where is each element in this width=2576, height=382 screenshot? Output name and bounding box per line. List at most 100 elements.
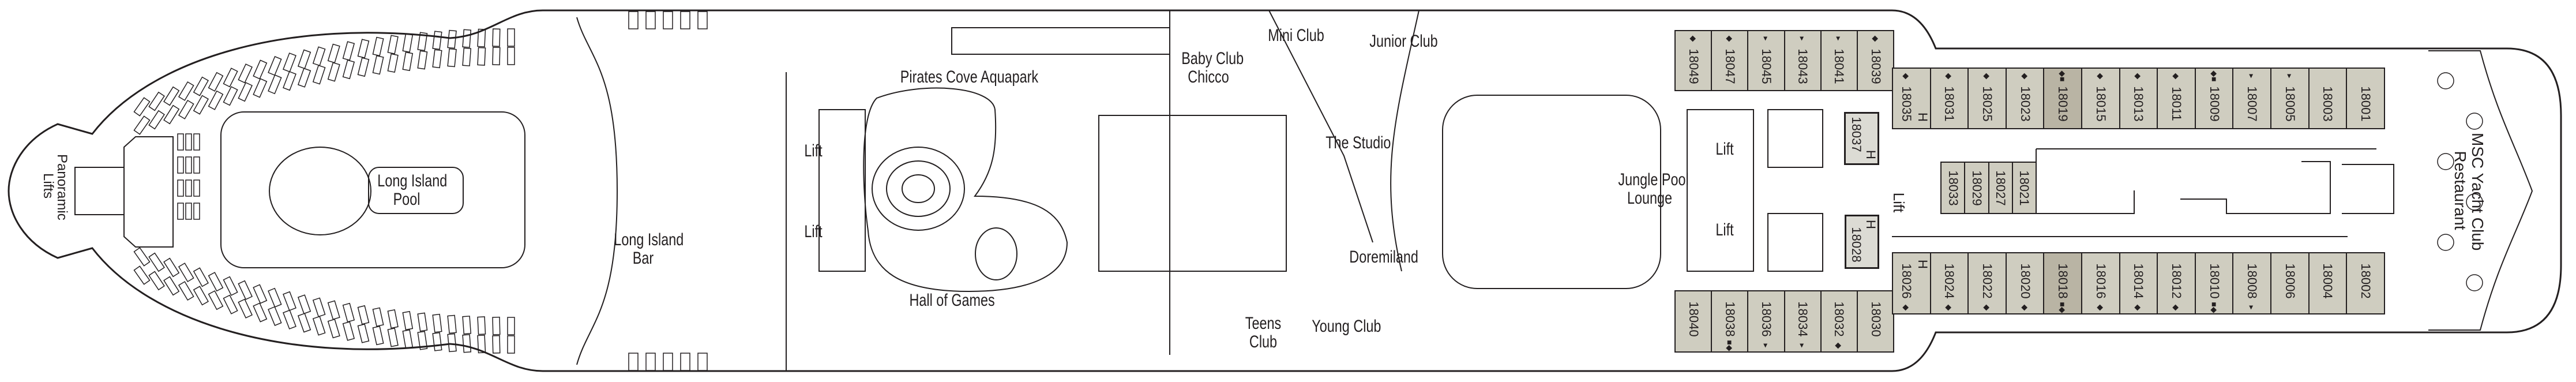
sunbed-icon [402,329,414,349]
deck-chair-icon [628,353,639,371]
cabin-18024[interactable]: 18024◆ [1929,252,1969,314]
label-lift-midship: Lift [1890,192,1907,213]
cabin-18045[interactable]: 18045 ▸ [1747,30,1785,91]
cabin-feature-icon: ▸ [1834,36,1844,41]
cabin-feature-icon: ▸ [1761,36,1771,41]
cabin-number: 18013 [2131,86,2146,122]
cabin-18035[interactable]: 18035◆H [1892,68,1931,129]
cabin-18030[interactable]: 18030 [1857,290,1895,353]
long-island-pool-basin [368,167,464,214]
sunbed-icon [177,156,184,174]
cabin-18014[interactable]: 18014◆ [2119,252,2158,314]
sunbed-icon [387,35,399,55]
accessible-cabin-marker: H [1915,113,1930,122]
cabin-18043[interactable]: 18043▸ [1783,30,1822,91]
sunbed-icon [387,309,399,329]
cabin-feature-icon: ◆ [1834,342,1844,349]
sunbed-icon [342,321,355,341]
sunbed-icon [432,313,442,333]
cabin-18038[interactable]: 18038■◆ [1711,290,1749,353]
cabin-18003[interactable]: 18003 [2308,68,2348,129]
cabin-18016[interactable]: 18016◆ [2081,252,2120,314]
cabin-18009[interactable]: 18009◆■ [2194,68,2234,129]
cabin-18033[interactable]: 18033 [1940,162,1966,214]
cabin-18041[interactable]: 18041▸ [1820,30,1858,91]
sunbed-icon [133,97,151,117]
cabin-18040[interactable]: 18040 [1674,290,1713,353]
cabin-feature-icon: ▸ [2247,74,2257,78]
cabin-number: 18045 [1759,48,1774,84]
stair-aft-1 [1767,109,1823,168]
cabin-18022[interactable]: 18022◆ [1967,252,2007,314]
sunbed-icon [462,316,472,335]
cabin-18018[interactable]: 18018■◆ [2043,252,2082,314]
cabin-number: 18040 [1686,301,1701,337]
cabin-number: 18023 [2018,86,2033,122]
cabin-18029[interactable]: 18029 [1964,162,1989,214]
pool-deck [220,111,525,268]
cabin-18010[interactable]: 18010■◆ [2194,252,2234,314]
aquapark-basin [863,87,1068,293]
cabin-18020[interactable]: 18020◆ [2005,252,2045,314]
cabin-18049[interactable]: 18049◆ [1674,30,1713,91]
label-mini-club: Mini Club [1268,26,1324,45]
cabin-18047[interactable]: 18047◆ [1711,30,1749,91]
cabin-18032[interactable]: 18032◆ [1820,290,1858,353]
sunbed-icon [268,306,282,326]
cabin-18036[interactable]: 18036▸ [1747,290,1785,353]
cabin-number: 18006 [2282,263,2297,299]
cabin-18005[interactable]: 18005▸ [2270,68,2310,129]
sunbed-icon [507,335,515,354]
cabin-18023[interactable]: 18023◆ [2005,68,2045,129]
sunbed-icon [357,305,370,325]
sunbed-icon [372,36,384,57]
cabin-18031[interactable]: 18031◆ [1929,68,1969,129]
cabin-18008[interactable]: 18008▸ [2232,252,2271,314]
cabin-18019[interactable]: 18019◆■ [2043,68,2082,129]
sunbed-icon [178,263,194,283]
sunbed-icon [268,56,282,76]
cabin-number: 18035 [1899,86,1914,122]
cabin-18004[interactable]: 18004 [2308,252,2348,314]
sunbed-icon [507,317,515,335]
cabin-18027[interactable]: 18027 [1988,162,2013,214]
cabin-feature-icon: ◆ [2171,73,2181,80]
cabin-18013[interactable]: 18013◆ [2119,68,2158,129]
cabin-18001[interactable]: 18001 [2346,68,2385,129]
sunbed-icon [148,91,165,111]
sunbed-icon [372,55,384,75]
cabin-number: 18022 [1980,263,1995,299]
cabin-18006[interactable]: 18006 [2270,252,2310,314]
cabin-number: 18028 [1849,227,1864,263]
label-line: Restaurant [2451,151,2469,230]
sunbed-icon [208,290,224,310]
sunbed-icon [402,310,414,331]
label-hall-of-games: Hall of Games [909,291,995,310]
sunbed-icon [402,33,414,53]
cabin-18025[interactable]: 18025◆ [1967,68,2007,129]
cabin-18034[interactable]: 18034▸ [1783,290,1822,353]
sunbed-icon [177,203,184,220]
cabin-18011[interactable]: 18011◆ [2157,68,2196,129]
label-line: Lifts [40,173,56,199]
sunbed-icon [357,39,370,59]
cabin-18012[interactable]: 18012◆ [2157,252,2196,314]
sunbed-icon [148,110,165,130]
cabin-18002[interactable]: 18002 [2346,252,2385,314]
sunbed-icon [297,68,311,88]
cabin-feature-icon: ■◆ [1725,340,1734,351]
sunbed-icon [342,41,355,61]
cabin-18015[interactable]: 18015◆ [2081,68,2120,129]
cabin-18026[interactable]: 18026◆H [1892,252,1931,314]
sunbed-icon [253,302,268,323]
sunbed-icon [283,53,296,73]
cabin-18007[interactable]: 18007▸ [2232,68,2271,129]
label-line: Teens [1245,314,1282,333]
cabin-18039[interactable]: 18039◆ [1857,30,1895,91]
sunbed-icon [185,203,192,220]
sunbed-icon [312,46,326,66]
cabin-number: 18009 [2207,86,2222,122]
cabin-18021[interactable]: 18021 [2011,162,2037,214]
